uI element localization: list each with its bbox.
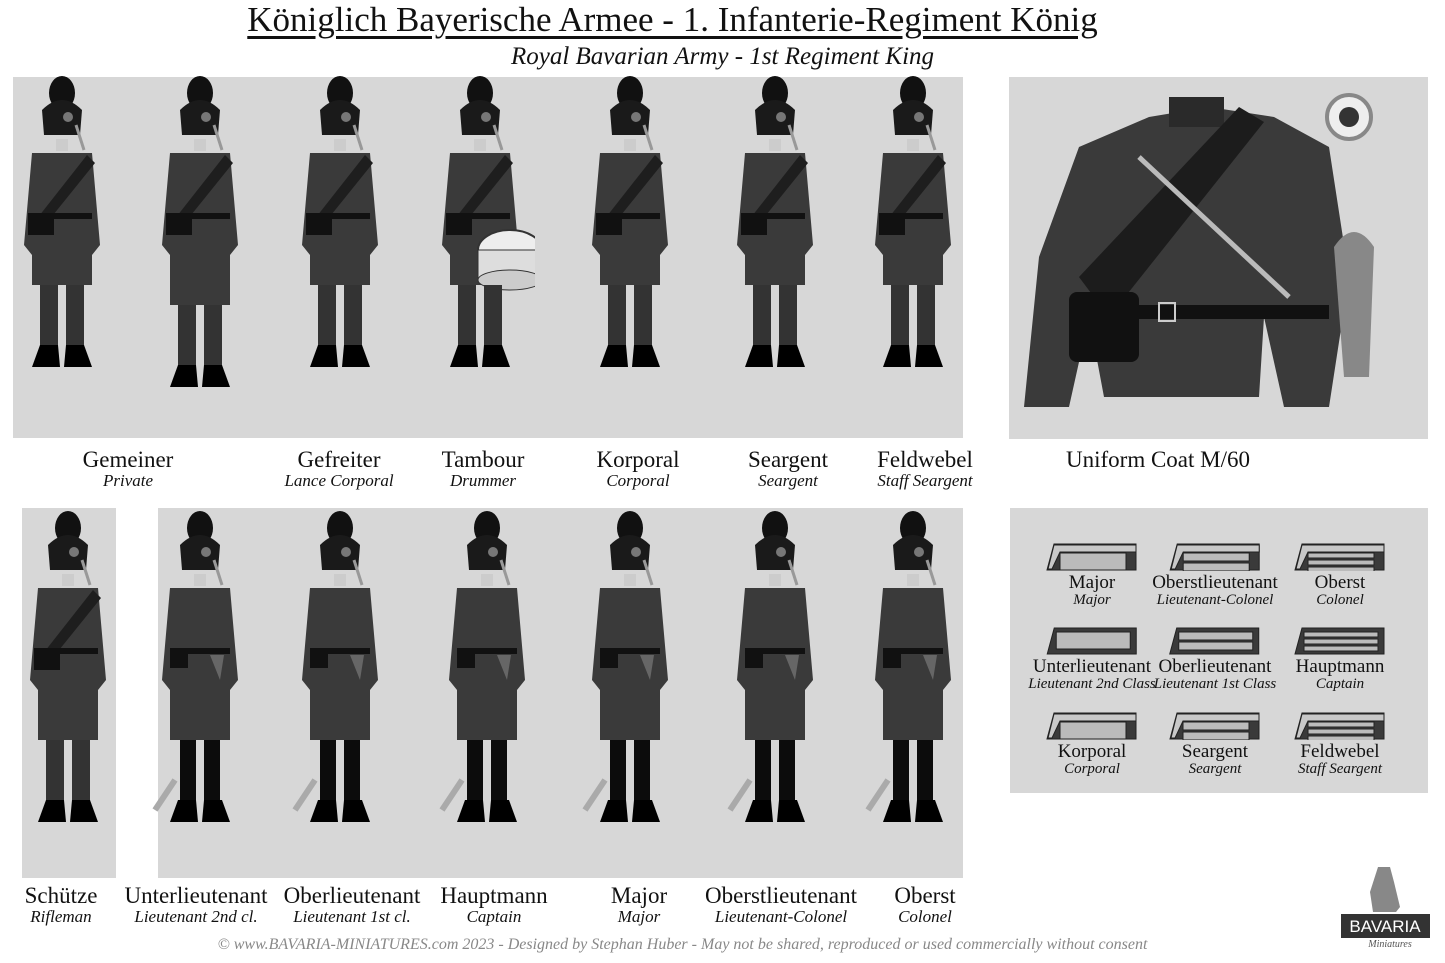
figure-hauptmann — [439, 511, 525, 822]
insignia-rank-en: Staff Seargent — [1297, 761, 1383, 777]
figure-tambour — [442, 76, 535, 367]
insignia-rank-en: Seargent — [1188, 761, 1242, 777]
insignia-rank-de: Seargent — [1181, 741, 1249, 762]
coat-panel — [1009, 77, 1428, 439]
figure-oberlieutenant — [292, 511, 378, 822]
officers-panel — [158, 508, 963, 878]
shoulder-strap-icon — [1294, 627, 1385, 655]
copyright-footer: © www.BAVARIA-MINIATURES.com 2023 - Desi… — [217, 936, 1148, 953]
page-title: Königlich Bayerische Armee - 1. Infanter… — [247, 0, 1098, 39]
insignia-rank-en: Major — [1073, 592, 1111, 608]
insignia-rank-de: Unterlieutenant — [1032, 656, 1152, 677]
shoulder-strap-icon — [1046, 712, 1137, 740]
shoulder-strap-icon — [1169, 712, 1260, 740]
shoulder-strap-icon — [1294, 543, 1385, 571]
figure-gemeiner — [24, 76, 100, 367]
shoulder-strap-icon — [1046, 543, 1137, 571]
figure-gemeiner-greatcoat — [162, 76, 238, 387]
shoulder-strap-icon — [1294, 712, 1385, 740]
figure-major — [582, 511, 668, 822]
shoulder-strap-icon — [1169, 627, 1260, 655]
label-uniform-coat: Uniform Coat M/60 — [1066, 447, 1250, 472]
insignia-rank-en: Lieutenant 2nd Class — [1028, 676, 1156, 692]
insignia-rank-de: Oberlieutenant — [1158, 656, 1272, 677]
figure-feldwebel — [875, 76, 951, 367]
figure-oberstlieutenant — [727, 511, 813, 822]
insignia-rank-en: Captain — [1315, 676, 1365, 692]
uniform-coat-illustration — [1024, 93, 1374, 407]
insignia-rank-en: Lieutenant 1st Class — [1153, 676, 1277, 692]
insignia-rank-en: Colonel — [1316, 592, 1364, 608]
figure-seargent — [737, 76, 813, 367]
insignia-rank-de: Major — [1068, 572, 1116, 593]
figure-gefreiter — [302, 76, 378, 367]
shoulder-strap-icon — [1169, 543, 1260, 571]
insignia-rank-de: Korporal — [1057, 741, 1127, 762]
insignia-rank-en: Lieutenant-Colonel — [1156, 592, 1274, 608]
page-subtitle: Royal Bavarian Army - 1st Regiment King — [510, 43, 935, 70]
figure-schuetze — [30, 511, 106, 822]
bavaria-miniatures-logo: BAVARIA Miniatures — [1338, 862, 1433, 952]
insignia-rank-de: Feldwebel — [1300, 741, 1380, 762]
insignia-rank-en: Corporal — [1064, 761, 1120, 777]
svg-text:BAVARIA: BAVARIA — [1349, 917, 1421, 936]
svg-text:Miniatures: Miniatures — [1367, 939, 1412, 950]
figure-unterlieutenant — [152, 511, 238, 822]
figure-oberst — [865, 511, 951, 822]
figure-korporal — [592, 76, 668, 367]
insignia-rank-de: Oberstlieutenant — [1152, 572, 1278, 593]
shoulder-strap-icon — [1046, 627, 1137, 655]
insignia-rank-de: Oberst — [1314, 572, 1366, 593]
insignia-rank-de: Hauptmann — [1295, 656, 1385, 677]
